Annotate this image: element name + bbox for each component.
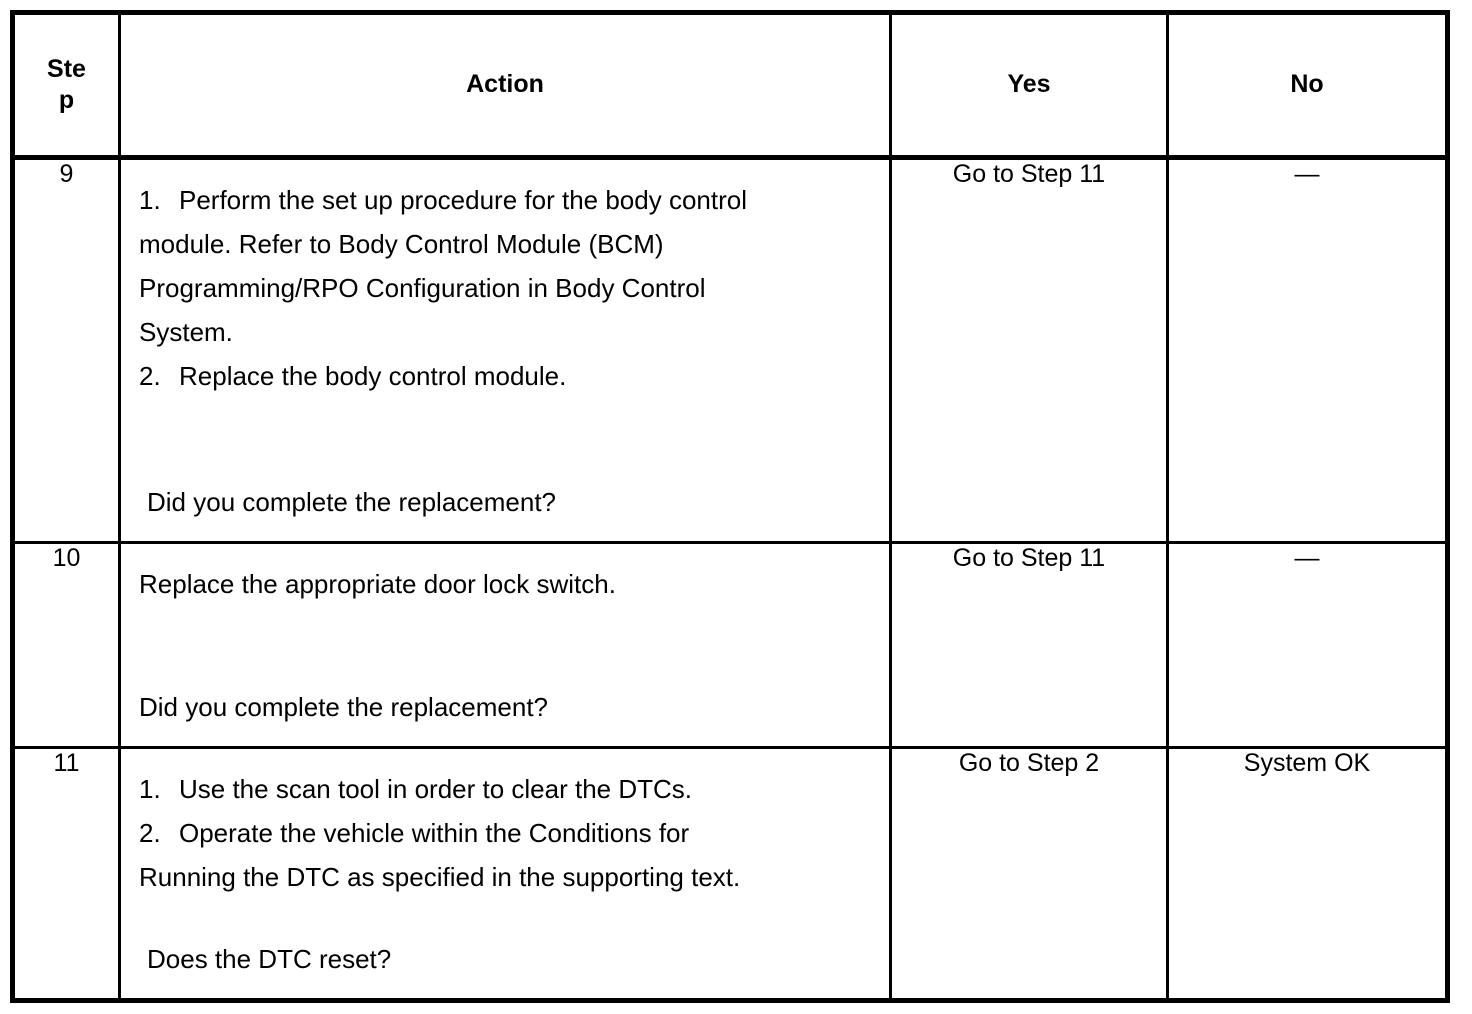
action-line: module. Refer to Body Control Module (BC…	[139, 222, 875, 266]
action-line-number: 2.	[139, 818, 161, 848]
action-line-text: Replace the body control module.	[179, 361, 567, 391]
action-line-number: 1.	[139, 185, 161, 215]
step-number: 9	[12, 157, 120, 543]
action-line-text: Operate the vehicle within the Condition…	[179, 818, 690, 848]
action-line-text: Running the DTC as specified in the supp…	[139, 862, 741, 892]
table-row: 11 1. Use the scan tool in order to clear…	[12, 746, 1448, 1001]
table-row: 10 Replace the appropriate door lock swi…	[12, 541, 1448, 748]
step-question: Did you complete the replacement?	[147, 487, 557, 517]
step-no-answer: —	[1166, 541, 1448, 748]
column-header-step: Step	[12, 12, 120, 160]
column-header-action: Action	[118, 12, 891, 160]
step-action-cell: 1. Perform the set up procedure for the b…	[118, 157, 891, 543]
diagnostic-procedure-table: Step Action Yes No 9 1. Perform the set u…	[10, 10, 1450, 1003]
column-header-no: No	[1166, 12, 1448, 160]
action-line: 1. Use the scan tool in order to clear th…	[139, 767, 875, 811]
step-no-answer: System OK	[1166, 746, 1448, 1001]
step-action-cell: 1. Use the scan tool in order to clear th…	[118, 746, 891, 1001]
action-line: 1. Perform the set up procedure for the b…	[139, 178, 875, 222]
action-line: 2. Replace the body control module.	[139, 354, 875, 398]
action-line-text: Use the scan tool in order to clear the …	[179, 774, 693, 804]
step-question: Does the DTC reset?	[147, 944, 392, 974]
action-line: Replace the appropriate door lock switch…	[139, 562, 875, 606]
action-line-text: System.	[139, 317, 233, 347]
action-line-text: Programming/RPO Configuration in Body Co…	[139, 273, 706, 303]
table-header-row: Step Action Yes No	[12, 12, 1448, 160]
step-number: 10	[12, 541, 120, 748]
action-line: Programming/RPO Configuration in Body Co…	[139, 266, 875, 310]
step-question: Did you complete the replacement?	[139, 692, 549, 722]
step-yes-answer: Go to Step 2	[889, 746, 1168, 1001]
step-action-list: 1. Perform the set up procedure for the b…	[121, 160, 889, 398]
step-action-list: Replace the appropriate door lock switch…	[121, 544, 889, 606]
column-header-yes: Yes	[889, 12, 1168, 160]
action-line-text: Perform the set up procedure for the bod…	[179, 185, 747, 215]
step-yes-answer: Go to Step 11	[889, 541, 1168, 748]
action-line-text: module. Refer to Body Control Module (BC…	[139, 229, 664, 259]
table-row: 9 1. Perform the set up procedure for the…	[12, 157, 1448, 543]
column-header-step-label: Step	[47, 54, 86, 114]
action-line-number: 1.	[139, 774, 161, 804]
step-action-cell: Replace the appropriate door lock switch…	[118, 541, 891, 748]
step-no-answer: —	[1166, 157, 1448, 543]
action-line-text: Replace the appropriate door lock switch…	[139, 569, 616, 599]
action-line-number: 2.	[139, 361, 161, 391]
step-action-list: 1. Use the scan tool in order to clear th…	[121, 749, 889, 899]
step-number: 11	[12, 746, 120, 1001]
action-line: System.	[139, 310, 875, 354]
action-line: Running the DTC as specified in the supp…	[139, 855, 875, 899]
step-yes-answer: Go to Step 11	[889, 157, 1168, 543]
action-line: 2. Operate the vehicle within the Conditi…	[139, 811, 875, 855]
